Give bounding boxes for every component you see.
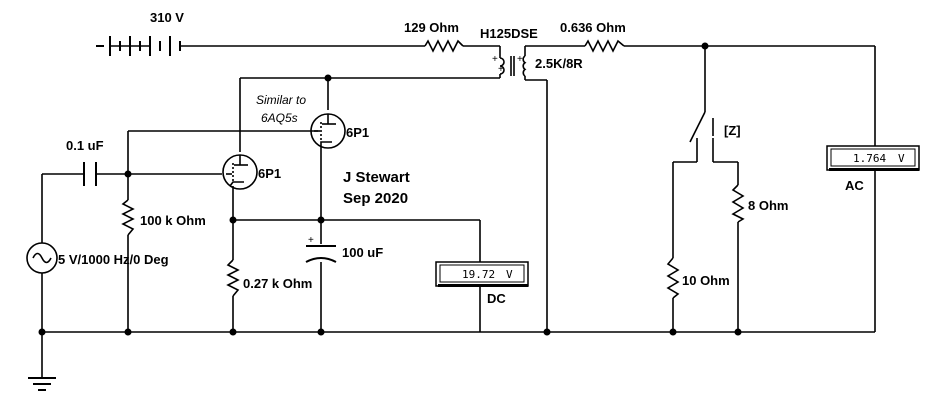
speaker-switch[interactable] xyxy=(689,111,714,143)
transformer-plus-lower: + xyxy=(498,64,504,75)
capacitor-bypass-plus: + xyxy=(308,235,314,246)
resistor-cathode-label: 0.27 k Ohm xyxy=(243,276,312,291)
transformer-plus-secondary: + xyxy=(517,54,523,65)
dc-meter-value: 19.72 xyxy=(462,268,495,281)
resistor-grid-label: 100 k Ohm xyxy=(140,213,206,228)
note-similar-line2: 6AQ5s xyxy=(261,111,298,125)
resistor-load-8-label: 8 Ohm xyxy=(748,198,788,213)
dc-meter-unit: V xyxy=(506,268,513,281)
battery-symbol xyxy=(96,36,181,56)
resistor-primary-label: 129 Ohm xyxy=(404,20,459,35)
resistor-secondary xyxy=(584,39,625,53)
tube-lower xyxy=(222,154,258,190)
resistor-load-8 xyxy=(731,184,745,223)
resistor-load-10 xyxy=(666,257,680,299)
tube-upper xyxy=(310,113,346,149)
resistor-secondary-label: 0.636 Ohm xyxy=(560,20,626,35)
junction-dots xyxy=(38,42,742,336)
resistor-load-10-label: 10 Ohm xyxy=(682,273,730,288)
note-similar-line1: Similar to xyxy=(256,93,306,107)
transformer-ratio-label: 2.5K/8R xyxy=(535,56,583,71)
ac-source-label: 5 V/1000 Hz/0 Deg xyxy=(58,252,169,267)
ac-source xyxy=(26,242,58,274)
transformer-model-label: H125DSE xyxy=(480,26,538,41)
battery-voltage-label: 310 V xyxy=(150,10,184,25)
resistor-cathode xyxy=(226,259,240,297)
date-label: Sep 2020 xyxy=(343,190,408,207)
tube-upper-label: 6P1 xyxy=(346,125,369,140)
capacitor-bypass xyxy=(305,245,337,263)
ac-meter-unit: V xyxy=(898,152,905,165)
ac-meter-mode: AC xyxy=(845,178,864,193)
dc-voltmeter xyxy=(435,261,529,287)
capacitor-coupling-label: 0.1 uF xyxy=(66,138,104,153)
resistor-grid xyxy=(121,199,135,236)
capacitor-bypass-label: 100 uF xyxy=(342,245,383,260)
dc-meter-mode: DC xyxy=(487,291,506,306)
capacitor-coupling xyxy=(83,162,97,186)
switch-key-label: [Z] xyxy=(724,123,741,138)
transformer-plus-primary: + xyxy=(492,54,498,65)
author-label: J Stewart xyxy=(343,169,410,186)
tube-lower-label: 6P1 xyxy=(258,166,281,181)
ac-voltmeter xyxy=(826,145,920,171)
output-transformer xyxy=(499,55,527,77)
resistor-primary xyxy=(424,39,464,53)
ac-meter-value: 1.764 xyxy=(853,152,886,165)
